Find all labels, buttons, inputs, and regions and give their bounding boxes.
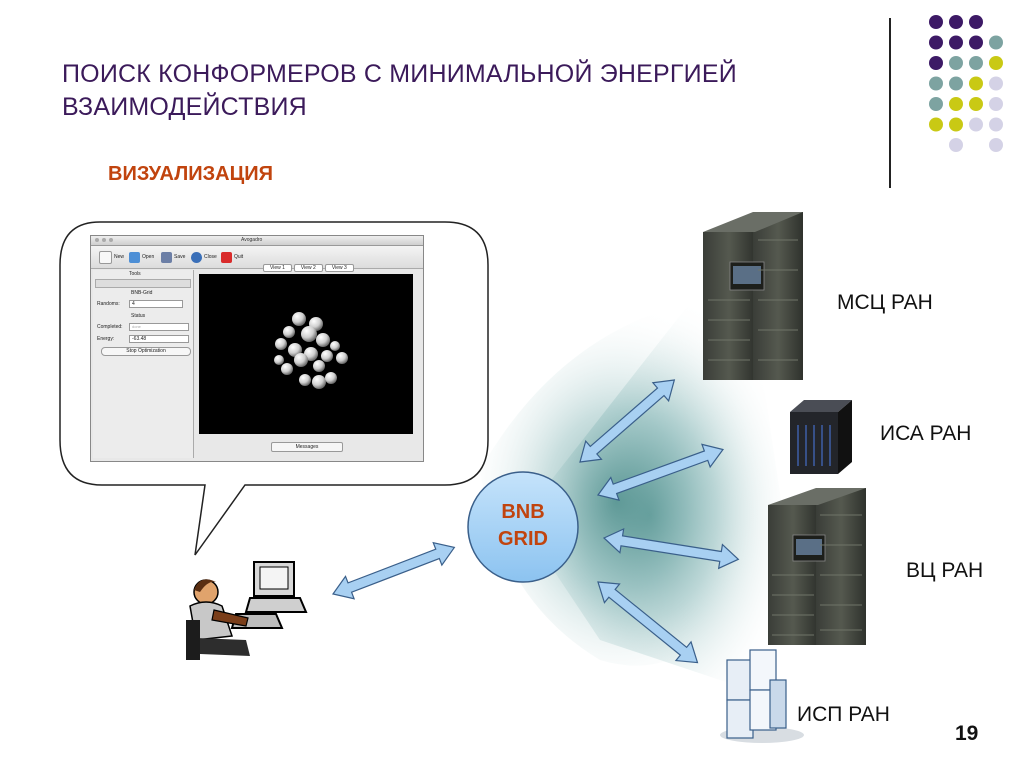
panel-title: BNB-Grid [131, 290, 153, 296]
quit-power-icon [221, 251, 232, 263]
energy-field: -63.48 [129, 335, 189, 343]
decorative-dot-grid [929, 15, 1003, 152]
energy-label: Energy: [97, 336, 115, 342]
decorative-dot [969, 56, 983, 70]
tools-panel: Tools BNB-Grid Randoms: 4 Status Complet… [93, 270, 194, 458]
decorative-dot [929, 97, 943, 111]
randoms-field[interactable]: 4 [129, 300, 183, 308]
open-folder-icon [129, 251, 140, 263]
server-rack-icon [703, 212, 803, 380]
decorative-dot [929, 35, 943, 50]
server-rack-icon [768, 488, 866, 645]
new-document-icon [99, 250, 112, 264]
avogadro-window: Avogadro New Open Save Close Quit Tools … [90, 235, 424, 462]
site-label-mscc: МСЦ РАН [837, 291, 933, 314]
slide-subtitle: ВИЗУАЛИЗАЦИЯ [108, 163, 273, 185]
decorative-dot [969, 15, 983, 29]
completed-field: done [129, 323, 189, 331]
slide-number: 19 [955, 722, 979, 745]
view-tabs: View 1 View 2 View 3 [263, 264, 354, 272]
window-zoom-icon[interactable] [109, 238, 113, 242]
hub-label-line2: GRID [498, 528, 548, 550]
decorative-dot [949, 76, 963, 91]
window-minimize-icon[interactable] [102, 238, 106, 242]
site-label-vc: ВЦ РАН [906, 559, 983, 582]
tab-view-2[interactable]: View 2 [293, 264, 323, 272]
save-button[interactable]: Save [161, 250, 185, 264]
arrow-hub-isp [597, 581, 699, 664]
arrow-hub-mscc [579, 379, 676, 463]
decorative-divider [889, 18, 891, 188]
arrow-hub-vc [602, 527, 740, 570]
app-title: Avogadro [241, 237, 263, 243]
arrow-user-hub [331, 541, 456, 600]
open-button[interactable]: Open [129, 250, 154, 264]
site-label-isa: ИСА РАН [880, 422, 971, 445]
link-arrows [331, 379, 740, 664]
decorative-dot [969, 35, 983, 50]
decorative-dot [949, 97, 963, 111]
decorative-dot [989, 117, 1003, 132]
tab-view-1[interactable]: View 1 [263, 264, 292, 272]
decorative-dot [989, 35, 1003, 50]
close-button[interactable]: Close [191, 250, 217, 264]
decorative-dot [989, 138, 1003, 152]
server-cluster-icon [720, 649, 804, 743]
decorative-dot [949, 138, 963, 152]
close-circle-icon [191, 251, 202, 263]
decorative-dot [929, 56, 943, 70]
decorative-dot [949, 35, 963, 50]
tab-view-3[interactable]: View 3 [324, 264, 354, 272]
slide-title: ПОИСК КОНФОРМЕРОВ С МИНИМАЛЬНОЙ ЭНЕРГИЕЙ… [62, 60, 737, 121]
app-toolbar: New Open Save Close Quit [91, 246, 423, 269]
app-titlebar: Avogadro [91, 236, 423, 246]
save-disk-icon [161, 251, 172, 263]
quit-button[interactable]: Quit [221, 250, 243, 264]
decorative-dot [949, 117, 963, 132]
site-label-isp: ИСП РАН [797, 703, 890, 726]
new-button[interactable]: New [99, 250, 124, 264]
user-at-computer-icon [186, 561, 308, 660]
stop-optimization-button[interactable]: Stop Optimization [101, 347, 191, 356]
tools-strip[interactable] [95, 279, 191, 288]
molecule-cluster [274, 312, 348, 389]
hub-label-line1: BNB [501, 501, 544, 523]
window-close-icon[interactable] [95, 238, 99, 242]
bnb-grid-hub [467, 471, 579, 583]
decorative-dot [969, 117, 983, 132]
tower-server-icon [790, 400, 852, 474]
decorative-dot [989, 97, 1003, 111]
completed-label: Completed: [97, 324, 123, 330]
messages-button[interactable]: Messages [271, 442, 343, 452]
molecule-viewport[interactable] [199, 274, 413, 434]
status-label: Status [131, 313, 146, 319]
decorative-dot [929, 117, 943, 132]
tools-label: Tools [129, 271, 141, 277]
decorative-dot [929, 76, 943, 91]
decorative-dot [929, 15, 943, 29]
arrow-hub-isa [596, 443, 724, 501]
decorative-dot [949, 56, 963, 70]
decorative-dot [969, 97, 983, 111]
decorative-dot [949, 15, 963, 29]
randoms-label: Randoms: [97, 301, 120, 307]
decorative-dot [989, 56, 1003, 70]
decorative-dot [969, 76, 983, 91]
decorative-dot [989, 76, 1003, 91]
